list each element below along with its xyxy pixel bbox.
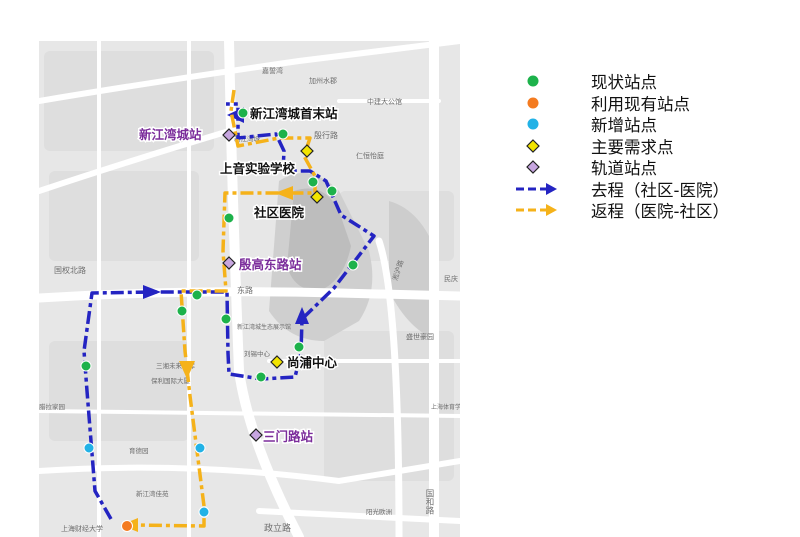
legend-return-label: 返程（医院-社区） <box>591 202 729 221</box>
stop-existing-9 <box>220 313 232 325</box>
legend-outbound-label: 去程（社区-医院） <box>591 180 729 200</box>
base-label-zhengli: 政立路 <box>264 522 291 534</box>
rail-ygdl <box>222 256 236 270</box>
rail-xjwc <box>222 128 236 142</box>
base-label-yangguang: 阳光欧洲 <box>366 507 392 516</box>
label-rail-smlz: 三门路站 <box>263 429 314 444</box>
stop-existing-5 <box>223 212 235 224</box>
existing-stops <box>80 107 359 383</box>
guohe-road-text: 国和路 <box>424 489 434 515</box>
base-label-xjwjy: 新江湾佳苑 <box>136 489 169 498</box>
base-label-kexing: 殷行路 <box>314 130 338 140</box>
legend-return-icon <box>516 204 557 216</box>
route-map: 嘉誓湾 加州水郡 中建大公馆 新江湾城 殷行路 仁恒怡庭 国权北路 民庆 东路 … <box>39 41 460 537</box>
stop-new-3 <box>198 506 210 518</box>
legend-existing-label: 现状站点 <box>591 73 657 92</box>
return-arrow-1 <box>275 186 293 200</box>
stop-new-1 <box>83 442 95 454</box>
stop-existing-8 <box>176 305 188 317</box>
legend-new-icon <box>527 118 539 130</box>
map-main-labels: 新江湾城首末站 新江湾城站 上音实验学校 社区医院 殷高东路站 尚浦中心 三门路… <box>138 105 340 446</box>
base-label-dushi: 盛世豪园 <box>406 332 434 341</box>
stop-existing-7 <box>191 289 203 301</box>
new-stops <box>83 442 210 518</box>
stop-existing-6 <box>347 259 359 271</box>
rail-smlz <box>249 428 263 442</box>
green-area <box>389 201 439 341</box>
stop-existing-10 <box>293 341 305 353</box>
stop-reused-1 <box>121 520 133 532</box>
outbound-arrow-2 <box>295 307 309 324</box>
base-label-lapin: 腊拉家园 <box>39 402 65 411</box>
base-label-liuyue: 刘锡中心 <box>244 349 271 358</box>
stop-existing-12 <box>255 371 267 383</box>
base-label-jiazhou: 加州水郡 <box>309 76 337 85</box>
stop-existing-11 <box>80 360 92 372</box>
legend-outbound-icon <box>516 182 557 195</box>
outbound-arrow-1 <box>143 285 161 299</box>
label-shangpu: 尚浦中心 <box>287 355 338 370</box>
stop-existing-4 <box>326 185 338 197</box>
base-label-sanxiang: 三湘未来海岸 <box>156 361 196 370</box>
legend-rail-icon <box>526 160 540 174</box>
outbound-route-line <box>82 102 376 520</box>
base-label-xjwc-small: 新江湾城 <box>234 134 261 143</box>
base-label-caida: 上海财经大学 <box>61 524 103 533</box>
rail-stations <box>222 128 263 442</box>
demand-points <box>270 144 324 369</box>
demand-school <box>300 144 314 158</box>
base-map-labels: 嘉誓湾 加州水郡 中建大公馆 新江湾城 殷行路 仁恒怡庭 国权北路 民庆 东路 … <box>39 66 460 534</box>
legend-reused-icon <box>527 97 539 108</box>
legend-demand-icon <box>526 138 540 153</box>
label-rail-ygdl: 殷高东路站 <box>239 257 302 272</box>
return-arrow-2 <box>179 361 195 379</box>
legend-new-label: 新增站点 <box>591 116 657 135</box>
stop-new-2 <box>194 442 206 454</box>
base-label-renheng: 仁恒怡庭 <box>356 151 384 160</box>
lake-area <box>287 188 351 291</box>
label-hospital: 社区医院 <box>253 205 305 220</box>
base-label-eco: 新江湾城生态展示馆 <box>237 323 291 331</box>
label-terminal: 新江湾城首末站 <box>250 106 338 121</box>
guohe-road-label: 国和路 <box>424 489 434 515</box>
stop-existing-1 <box>237 107 249 119</box>
label-school: 上音实验学校 <box>220 161 296 176</box>
base-label-dong-road: 东路 <box>237 285 253 295</box>
legend-existing-icon <box>527 75 539 87</box>
demand-shangpu <box>270 355 284 369</box>
base-label-jiashuiwa: 嘉誓湾 <box>262 66 283 75</box>
legend-reused-label: 利用现有站点 <box>591 94 690 114</box>
legend-demand-label: 主要需求点 <box>591 137 674 157</box>
legend-rail-label: 轨道站点 <box>591 159 657 178</box>
base-label-zhongjian: 中建大公馆 <box>367 97 402 106</box>
base-label-tiyu: 上海体育学院附属 <box>431 403 460 411</box>
stop-existing-3 <box>307 176 319 188</box>
base-label-guoquan: 国权北路 <box>54 265 86 275</box>
demand-hospital <box>310 190 324 204</box>
base-label-yuyuan: 育德园 <box>129 446 149 455</box>
label-rail-xjwc: 新江湾城站 <box>139 127 202 142</box>
stop-existing-2 <box>277 128 289 140</box>
base-label-minqing: 民庆 <box>444 274 458 283</box>
base-label-baoli: 保利国际大厦 <box>151 376 191 385</box>
roads <box>39 41 460 537</box>
